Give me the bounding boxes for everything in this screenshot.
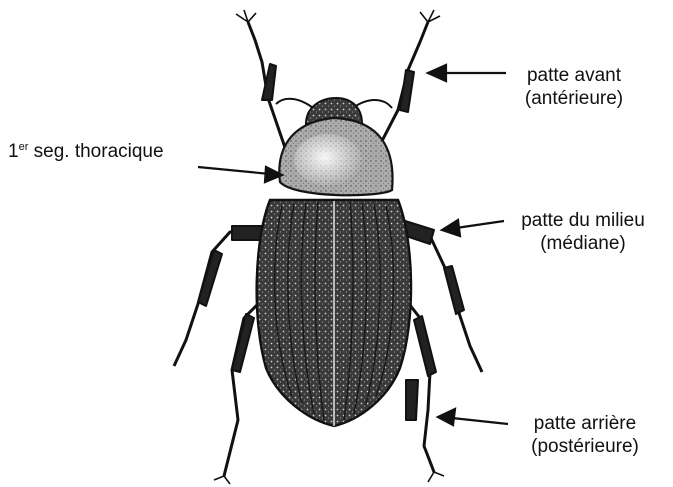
leg-rear-right [406, 300, 444, 482]
label-thorax-sup: er [19, 141, 29, 153]
label-front-leg: patte avant (antérieure) [508, 64, 640, 110]
label-middle-leg-line1: patte du milieu [507, 209, 659, 232]
label-thorax: 1er seg. thoracique [8, 140, 164, 163]
pointer-middle-leg [442, 220, 504, 236]
leg-rear-left [214, 300, 262, 484]
label-rear-leg-line1: patte arrière [510, 412, 660, 435]
label-front-leg-line2: (antérieure) [508, 87, 640, 110]
label-rear-leg: patte arrière (postérieure) [510, 412, 660, 458]
label-middle-leg: patte du milieu (médiane) [507, 209, 659, 255]
leg-front-left [236, 10, 292, 168]
pointer-thorax [198, 167, 282, 182]
label-front-leg-line1: patte avant [508, 64, 640, 87]
pointer-front-leg [428, 65, 506, 81]
label-thorax-num: 1 [8, 141, 19, 162]
pointer-rear-leg [438, 409, 508, 425]
leg-middle-left [174, 226, 268, 366]
leg-middle-right [400, 220, 482, 372]
label-thorax-text: seg. thoracique [28, 141, 163, 162]
label-middle-leg-line2: (médiane) [507, 232, 659, 255]
label-rear-leg-line2: (postérieure) [510, 435, 660, 458]
